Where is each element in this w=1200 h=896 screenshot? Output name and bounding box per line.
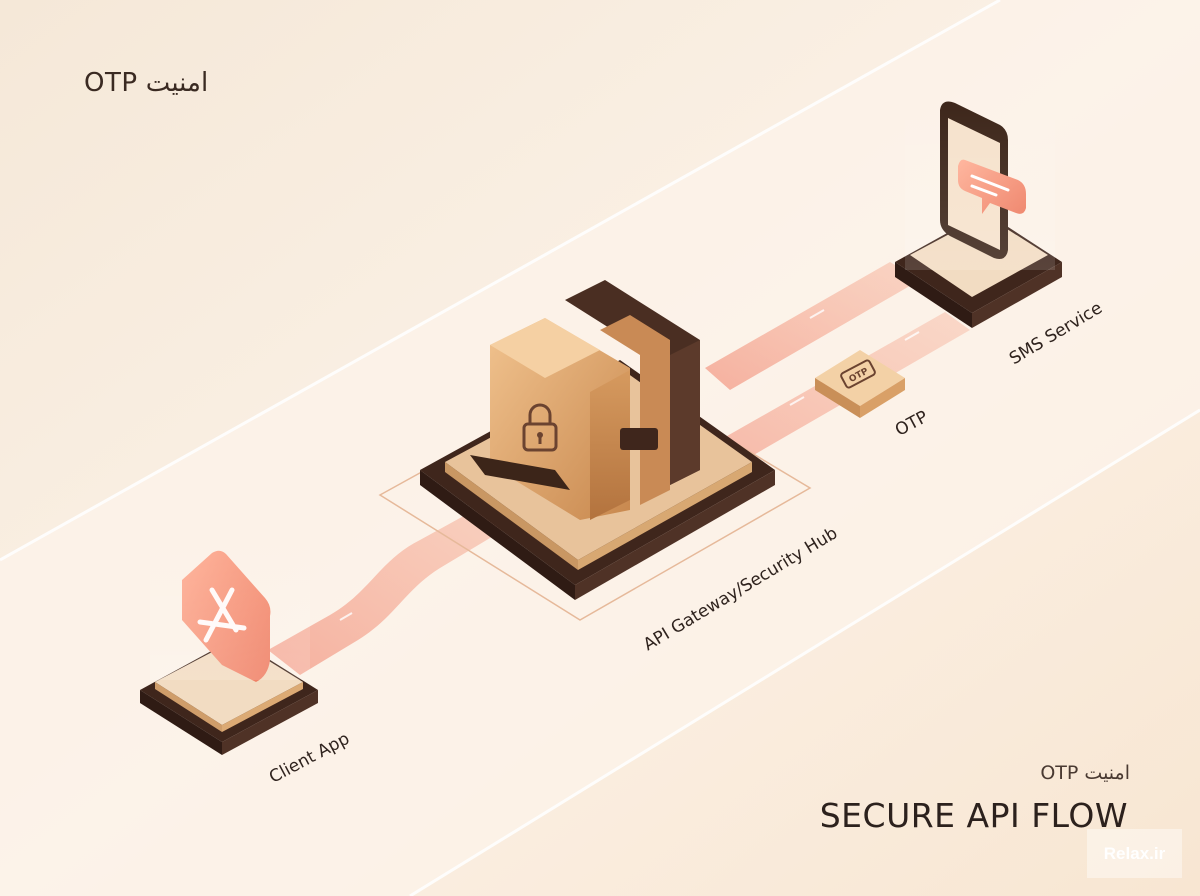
sms-glow bbox=[905, 90, 1055, 270]
otp-tag: OTP bbox=[815, 350, 905, 418]
page-title: امنیت OTP bbox=[84, 68, 209, 98]
watermark: Relax.ir bbox=[1087, 829, 1182, 878]
footer-title: SECURE API FLOW bbox=[819, 796, 1128, 835]
client-glow bbox=[150, 520, 310, 680]
band-edge-bottom bbox=[409, 408, 1200, 896]
padlock-icon bbox=[522, 403, 558, 452]
footer-subtitle: امنیت OTP bbox=[1040, 762, 1130, 784]
band-edge-top bbox=[0, 0, 1001, 562]
gateway-cube bbox=[470, 280, 700, 520]
beam-gateway-to-sms-upper bbox=[705, 262, 920, 390]
